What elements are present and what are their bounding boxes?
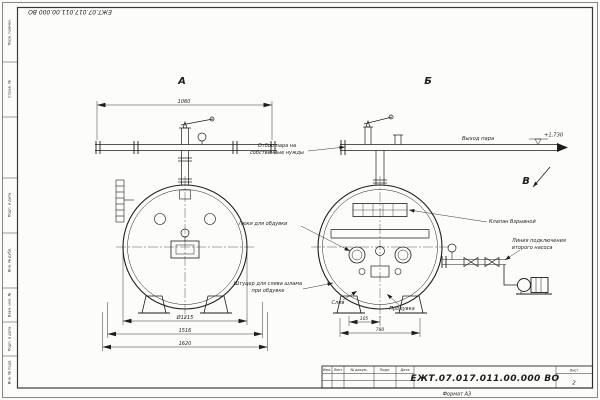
- side-strip-dividers: [2, 61, 18, 357]
- view-v-label: В: [522, 176, 530, 187]
- strip-label: Подп. и дата: [8, 327, 12, 351]
- dim-b-span: 780: [339, 318, 421, 337]
- centerlines: [116, 176, 449, 318]
- annotation-second-pump-2: второго насоса: [512, 245, 552, 251]
- flanges: [95, 141, 276, 154]
- drain-stub-right: [394, 268, 402, 275]
- dim-b-left: 105: [348, 316, 381, 326]
- view-a: А 1060: [95, 76, 277, 351]
- strip-label: Перв. примен.: [8, 19, 12, 46]
- annotation-elevation: +1,730: [544, 133, 564, 139]
- strip-label: Взам. инв. №: [8, 293, 12, 318]
- title-sheet-label: Лист: [570, 369, 579, 373]
- hand-hole-right: [204, 213, 216, 225]
- drain-stub-left: [358, 268, 366, 275]
- steam-arrow: [557, 143, 568, 152]
- title-col-data: Дата: [400, 368, 409, 372]
- boiler-legs-a: [138, 295, 232, 314]
- dim-top-width-label: 1060: [178, 99, 191, 105]
- title-col-izm: Изм.: [323, 368, 331, 372]
- dim-diameter-label: Ø1215: [176, 314, 194, 321]
- steam-line: [340, 114, 568, 155]
- title-sheet-value: 2: [572, 381, 576, 387]
- annotation-leaders: [300, 145, 521, 306]
- title-col-podp: Подп.: [380, 368, 391, 372]
- strip-label: Справ. №: [8, 80, 12, 98]
- boiler-shell-a: [122, 184, 248, 310]
- view-v-arrow: В: [522, 166, 551, 188]
- dim-diameter: Ø1215: [122, 252, 248, 325]
- level-gauge-ladder: [115, 179, 134, 223]
- strip-label: Инв. № дубл.: [8, 248, 12, 273]
- drop-pipe-pump: [503, 264, 518, 286]
- dim-b-left-label: 105: [360, 316, 369, 322]
- annotations: Отбор пара на собственные нужды Выход па…: [234, 133, 566, 313]
- strip-label: Подп. и дата: [8, 193, 12, 217]
- strip-label: Инв. № подл.: [8, 360, 12, 385]
- dim-total-width: 1620: [102, 312, 268, 351]
- pump-circuit: [441, 243, 552, 295]
- format-label: Формат А3: [443, 392, 471, 398]
- front-band: [330, 229, 430, 239]
- annotation-steam-outlet: Выход пара: [462, 136, 494, 142]
- top-fitting-a: [179, 189, 191, 200]
- view-b: Б: [317, 76, 568, 337]
- dim-outer-width: 1516: [107, 302, 263, 338]
- annotation-steam-own-needs-2: собственные нужды: [250, 150, 304, 156]
- burner-mount: [170, 240, 200, 259]
- safety-valve-b: [363, 114, 394, 145]
- riser-b: [373, 150, 387, 185]
- title-col-list: Лист: [334, 368, 343, 372]
- title-block: Изм. Лист № докум. Подп. Дата ЕЖТ.07.017…: [321, 365, 593, 389]
- pump-unit: [516, 277, 552, 295]
- side-strip: Перв. примен. Справ. № Подп. и дата Инв.…: [8, 19, 12, 385]
- valve-symbol-1: [463, 256, 479, 268]
- annotation-hatches: Люки для обдувки: [238, 221, 289, 227]
- dim-b-span-label: 780: [376, 327, 385, 333]
- pressure-gauge-pump: [447, 243, 457, 260]
- boiler-shell-b: [317, 184, 443, 310]
- title-doc-number: ЕЖТ.07.017.011.00.000 ВО: [410, 374, 559, 384]
- center-fitting-b: [375, 246, 385, 256]
- drop-pipe-a: [178, 150, 192, 185]
- annotation-sludge-2: при обдувке: [252, 288, 285, 294]
- hand-hole-left: [154, 213, 166, 225]
- title-col-ndoc: № докум.: [350, 368, 367, 372]
- elevation-mark: [529, 138, 548, 146]
- blow-hatch-left: [348, 246, 366, 264]
- view-a-label: А: [177, 76, 186, 87]
- lower-fitting-b: [370, 265, 390, 278]
- annotation-steam-own-needs: Отбор пара на: [258, 143, 296, 149]
- doc-number-top: ЕЖТ.07.017.011.00.000 ВО: [28, 8, 112, 15]
- valve-symbol-2: [484, 256, 500, 268]
- annotation-second-pump: Линия подключения: [511, 238, 566, 244]
- dim-outer-width-label: 1516: [179, 328, 192, 334]
- explosion-valve-hatch: [352, 203, 408, 217]
- dim-top-width: 1060: [96, 99, 273, 140]
- pressure-gauge-a: [197, 132, 207, 145]
- annotation-explosion-valve: Клапан Взрывной: [489, 219, 536, 225]
- view-a-piping: [95, 116, 277, 223]
- annotation-drain: Слив: [332, 300, 345, 306]
- blow-hatch-right: [394, 246, 412, 264]
- annotation-sludge: Штуцер для слива шлама: [234, 281, 302, 287]
- boiler-legs-b: [333, 295, 427, 314]
- view-b-label: Б: [424, 76, 432, 87]
- outlet-stub: [393, 134, 403, 145]
- safety-valve-a: [179, 116, 215, 145]
- dim-total-width-label: 1620: [179, 341, 192, 347]
- annotation-blowdown: Продувка: [389, 306, 414, 312]
